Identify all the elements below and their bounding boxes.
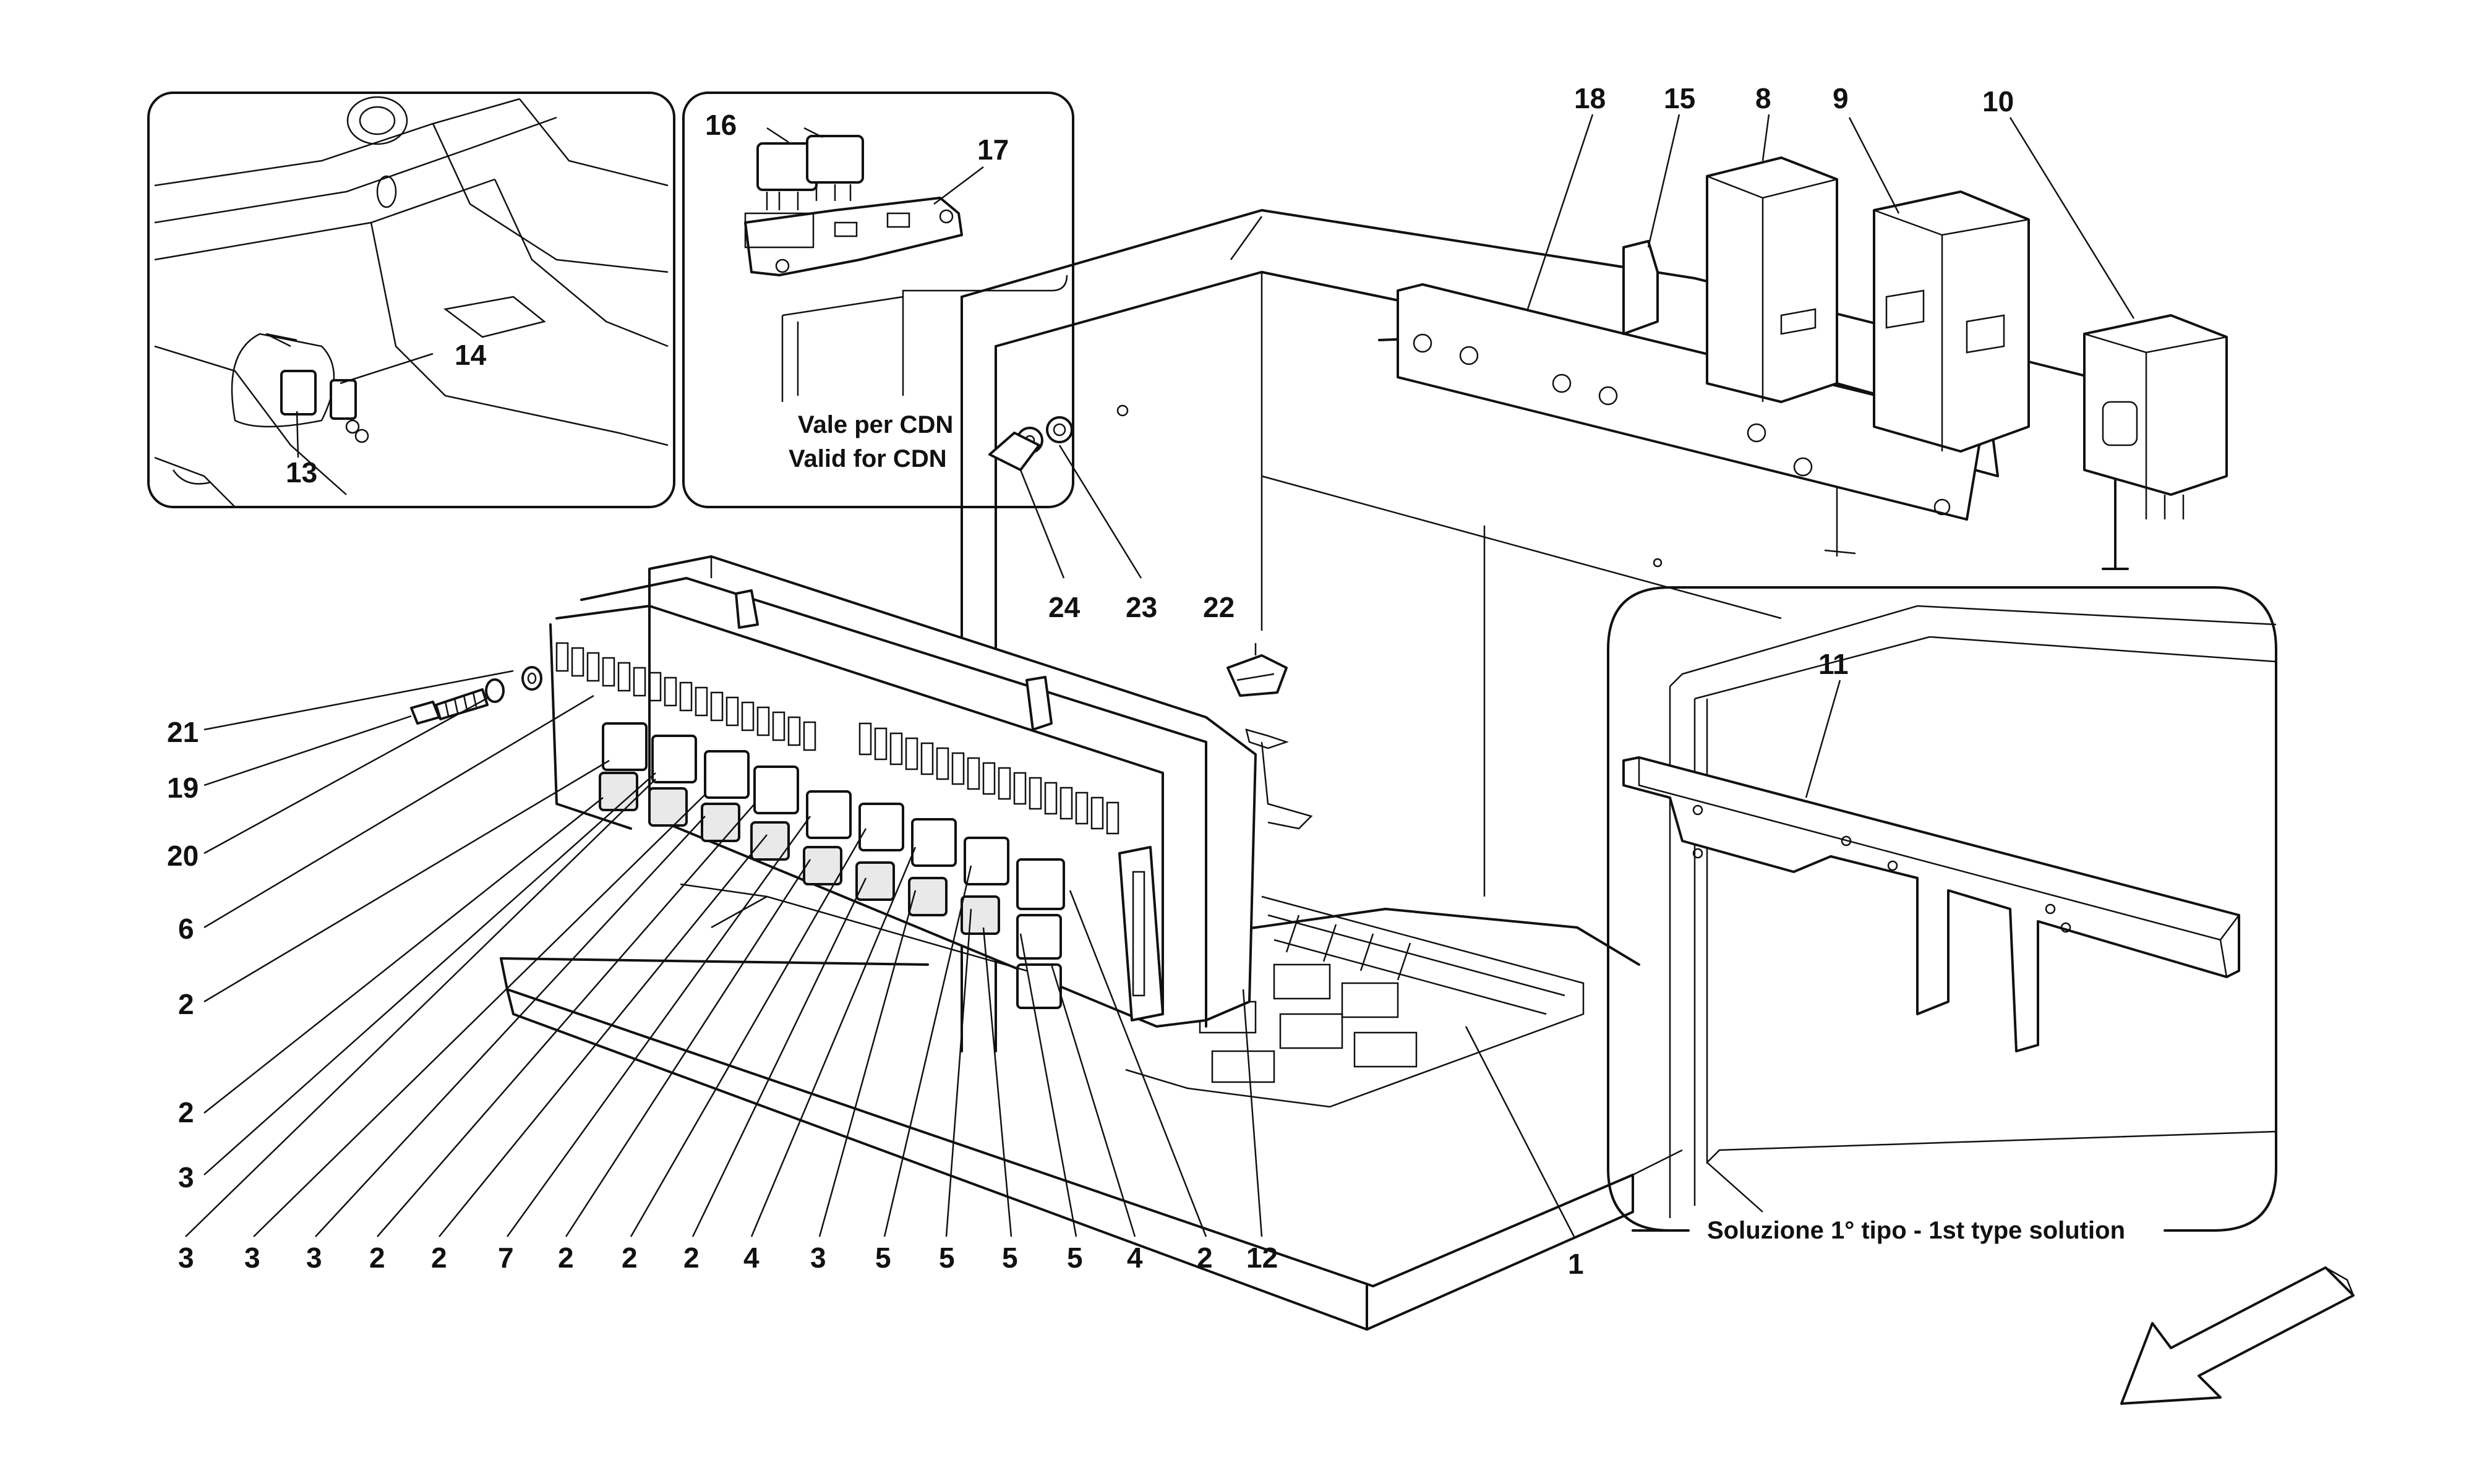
fasteners-23-24-22: 24 23 22 xyxy=(988,404,1313,830)
callout-1: 1 xyxy=(1568,1248,1584,1280)
callout-22: 22 xyxy=(1203,591,1235,623)
callout-3-left: 3 xyxy=(178,1161,194,1193)
callout-bottom-17: 2 xyxy=(1197,1242,1213,1274)
callout-bottom-6: 7 xyxy=(498,1242,514,1274)
callout-16: 16 xyxy=(705,109,737,141)
callout-2-left-a: 2 xyxy=(178,988,194,1020)
callout-11: 11 xyxy=(1818,648,1849,680)
callout-bottom-15: 5 xyxy=(1067,1242,1083,1274)
callout-bottom-18: 12 xyxy=(1246,1242,1278,1274)
callout-bottom-8: 2 xyxy=(622,1242,638,1274)
relay-bracket-assembly: 18 15 8 9 10 xyxy=(1397,82,2228,521)
inset-cdn: 16 17 Vale per CDN Valid for CDN xyxy=(682,92,1074,508)
callout-bottom-11: 3 xyxy=(810,1242,826,1274)
callout-13: 13 xyxy=(286,456,317,488)
callout-bottom-3: 3 xyxy=(306,1242,322,1274)
callout-bottom-16: 4 xyxy=(1127,1242,1143,1274)
callout-bottom-10: 4 xyxy=(743,1242,760,1274)
callout-bottom-13: 5 xyxy=(939,1242,955,1274)
left-callouts: 2 2 3 xyxy=(178,759,656,1193)
callout-14: 14 xyxy=(455,339,487,371)
callout-18: 18 xyxy=(1574,82,1606,114)
callout-6: 6 xyxy=(178,913,194,945)
cdn-caption-line1: Vale per CDN xyxy=(798,411,953,438)
callout-bottom-9: 2 xyxy=(683,1242,700,1274)
fuse-relay-board xyxy=(549,555,1257,1028)
callout-9: 9 xyxy=(1833,82,1849,114)
callout-bottom-12: 5 xyxy=(875,1242,891,1274)
callout-19: 19 xyxy=(167,772,199,804)
solution-caption: Soluzione 1° tipo - 1st type solution xyxy=(1707,1217,2125,1244)
direction-arrow-icon xyxy=(2120,1266,2355,1405)
callout-2-left-b: 2 xyxy=(178,1096,194,1128)
bolt-19-washers: 21 19 20 6 xyxy=(167,666,594,945)
callout-24: 24 xyxy=(1048,591,1081,623)
cdn-caption-line2: Valid for CDN xyxy=(789,445,947,472)
inset-first-type-solution: 11 Soluzione 1° tipo - 1st type solution xyxy=(1607,586,2277,1244)
callout-21: 21 xyxy=(167,716,199,748)
callout-bottom-14: 5 xyxy=(1002,1242,1018,1274)
callout-bottom-7: 2 xyxy=(558,1242,574,1274)
callout-bottom-2: 3 xyxy=(244,1242,260,1274)
callout-17: 17 xyxy=(977,134,1009,166)
callout-bottom-1: 3 xyxy=(178,1242,194,1274)
bottom-callouts: 3 3 3 2 2 7 2 2 2 4 3 5 5 5 5 4 2 12 1 xyxy=(178,778,1584,1280)
inset-car-interior: 14 13 xyxy=(147,92,675,508)
callout-23: 23 xyxy=(1126,591,1157,623)
callout-20: 20 xyxy=(167,840,199,872)
callout-8: 8 xyxy=(1755,82,1771,114)
callout-bottom-5: 2 xyxy=(431,1242,447,1274)
callout-15: 15 xyxy=(1664,82,1695,114)
callout-bottom-4: 2 xyxy=(369,1242,385,1274)
callout-10: 10 xyxy=(1982,85,2014,117)
